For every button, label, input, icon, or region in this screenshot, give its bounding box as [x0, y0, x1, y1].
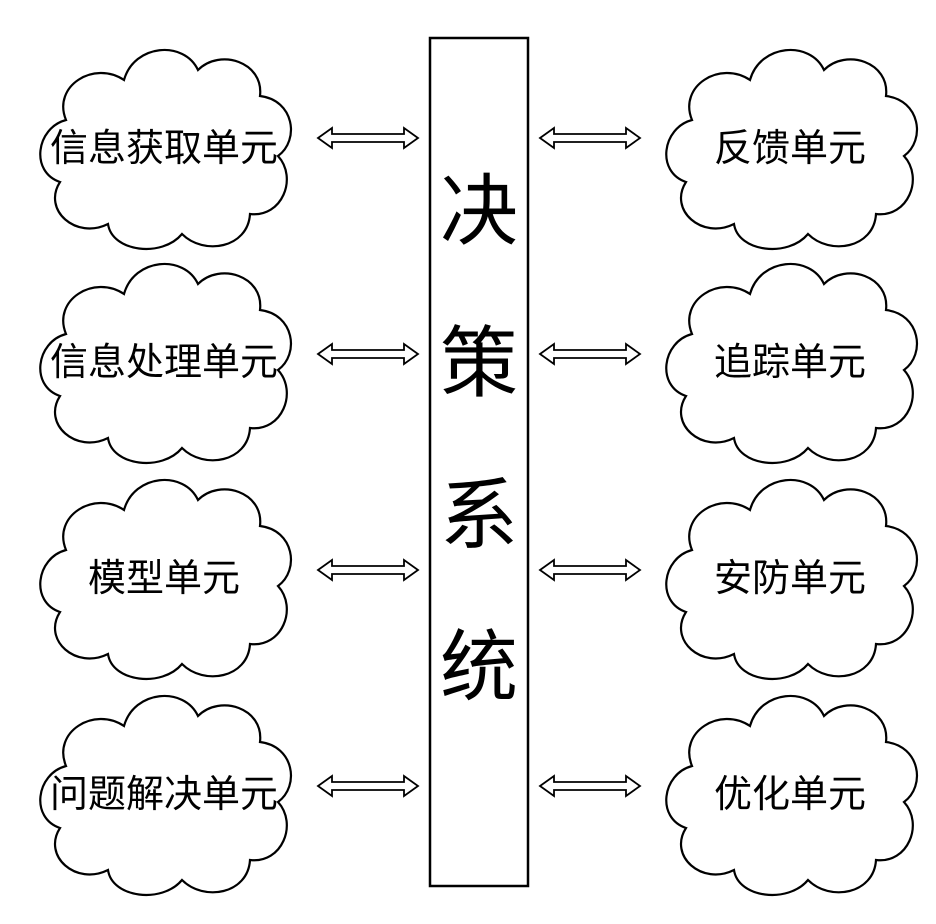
right-unit-cloud-2: 追踪单元 — [666, 264, 917, 463]
left-unit-label-2: 信息处理单元 — [50, 340, 278, 384]
left-unit-cloud-1: 信息获取单元 — [40, 50, 291, 249]
right-arrow-3 — [540, 560, 640, 580]
left-unit-label-1: 信息获取单元 — [50, 126, 278, 170]
right-unit-cloud-4: 优化单元 — [666, 696, 917, 895]
right-unit-label-3: 安防单元 — [714, 556, 866, 600]
left-unit-label-3: 模型单元 — [88, 556, 240, 600]
left-unit-label-4: 问题解决单元 — [50, 772, 278, 816]
left-unit-cloud-2: 信息处理单元 — [40, 264, 291, 463]
center-char-1: 决 — [440, 167, 518, 257]
right-unit-cloud-1: 反馈单元 — [666, 50, 917, 249]
left-arrow-2 — [318, 344, 418, 364]
right-unit-label-2: 追踪单元 — [714, 340, 866, 384]
left-arrow-4 — [318, 776, 418, 796]
left-unit-cloud-4: 问题解决单元 — [40, 696, 291, 895]
right-arrow-1 — [540, 128, 640, 148]
left-arrow-3 — [318, 560, 418, 580]
left-arrow-1 — [318, 128, 418, 148]
right-arrow-2 — [540, 344, 640, 364]
decision-system-box — [430, 38, 528, 886]
left-unit-cloud-3: 模型单元 — [40, 480, 291, 679]
right-unit-cloud-3: 安防单元 — [666, 480, 917, 679]
right-unit-label-1: 反馈单元 — [714, 126, 866, 170]
center-char-2: 策 — [440, 319, 518, 409]
right-arrow-4 — [540, 776, 640, 796]
right-unit-label-4: 优化单元 — [714, 772, 866, 816]
center-char-3: 系 — [440, 471, 518, 561]
center-char-4: 统 — [440, 623, 518, 713]
